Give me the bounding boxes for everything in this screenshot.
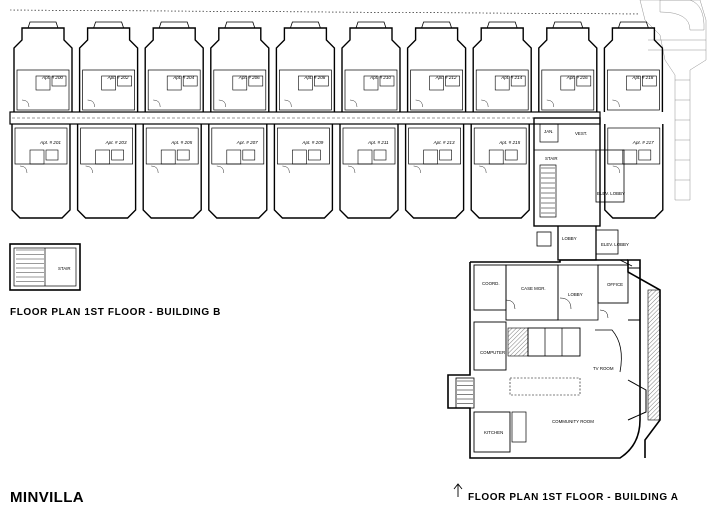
building-b-plan xyxy=(9,21,664,219)
unit-label-south: Apt. # 205 xyxy=(170,140,192,145)
unit-north-outline xyxy=(538,27,598,112)
building-a-title: FLOOR PLAN 1ST FLOOR - BUILDING A xyxy=(468,492,679,503)
unit-south-outline xyxy=(11,124,71,219)
unit-label-south: Apt. # 203 xyxy=(105,140,127,145)
unit-label-north: Apt. # 214 xyxy=(500,75,522,80)
building-b-stair xyxy=(9,243,81,291)
unit-label-south: Apt. # 207 xyxy=(236,140,258,145)
project-name: MINVILLA xyxy=(10,489,84,506)
room-label-kitchen: KITCHEN xyxy=(484,430,503,435)
unit-label-south: Apt. # 215 xyxy=(498,140,520,145)
unit-label-south: Apt. # 217 xyxy=(632,140,654,145)
room-label-lobby-lower: LOBBY xyxy=(568,292,583,297)
unit-south-outline xyxy=(142,124,202,219)
unit-south-outline xyxy=(604,124,664,219)
unit-label-north: Apt. # 212 xyxy=(435,75,457,80)
unit-label-south: Apt. # 201 xyxy=(39,140,61,145)
unit-south-outline xyxy=(76,124,137,219)
unit-label-north: Apt. # 206 xyxy=(238,75,260,80)
room-label-case-mgr: CASE MGR. xyxy=(521,286,546,291)
unit-north-outline xyxy=(406,27,467,112)
unit-north-outline xyxy=(472,27,532,112)
unit-south-outline xyxy=(339,124,399,219)
unit-label-north: Apt. # 218 xyxy=(631,75,653,80)
unit-north-outline xyxy=(275,27,336,112)
unit-north-outline xyxy=(603,27,664,112)
unit-north-outline xyxy=(210,27,270,112)
room-label-vest: VEST. xyxy=(575,131,587,136)
unit-label-south: Apt. # 209 xyxy=(301,140,323,145)
building-b-title: FLOOR PLAN 1ST FLOOR - BUILDING B xyxy=(10,307,221,318)
room-label-community-room: COMMUNITY ROOM xyxy=(552,419,594,424)
unit-south-outline xyxy=(208,124,268,219)
room-label-elev-lobby-lower: ELEV. LOBBY xyxy=(601,242,629,247)
unit-north-outline xyxy=(13,27,73,112)
room-label-tv-room: TV ROOM xyxy=(593,366,614,371)
site-paving xyxy=(639,0,707,201)
room-label-stair: STAIR xyxy=(545,156,558,161)
north-arrow-icon xyxy=(453,483,463,497)
room-label-elev-lobby-upper: ELEV. LOBBY xyxy=(597,191,625,196)
unit-south-outline xyxy=(273,124,334,219)
property-line xyxy=(9,9,641,15)
unit-label-north: Apt. # 216 xyxy=(566,75,588,80)
unit-label-north: Apt. # 210 xyxy=(369,75,391,80)
unit-label-north: Apt. # 200 xyxy=(41,75,63,80)
room-label-computer: COMPUTER xyxy=(480,350,505,355)
unit-label-north: Apt. # 204 xyxy=(172,75,194,80)
room-label-coord: COORD. xyxy=(482,281,500,286)
unit-north-outline xyxy=(144,27,204,112)
unit-north-outline xyxy=(78,27,139,112)
building-a-labels: JAN. VEST. STAIR ELEV. LOBBY LOBBY ELEV.… xyxy=(480,129,629,435)
building-a-plan xyxy=(447,117,661,459)
unit-south-outline xyxy=(404,124,465,219)
room-label-stair-b: STAIR xyxy=(58,266,71,271)
unit-north-outline xyxy=(341,27,401,112)
room-label-lobby-upper: LOBBY xyxy=(562,236,577,241)
unit-label-south: Apt. # 211 xyxy=(367,140,389,145)
unit-label-north: Apt. # 208 xyxy=(303,75,325,80)
room-label-office: OFFICE xyxy=(607,282,623,287)
room-label-jan: JAN. xyxy=(544,129,554,134)
unit-label-north: Apt. # 202 xyxy=(107,75,129,80)
unit-label-south: Apt. # 213 xyxy=(433,140,455,145)
unit-south-outline xyxy=(470,124,530,219)
